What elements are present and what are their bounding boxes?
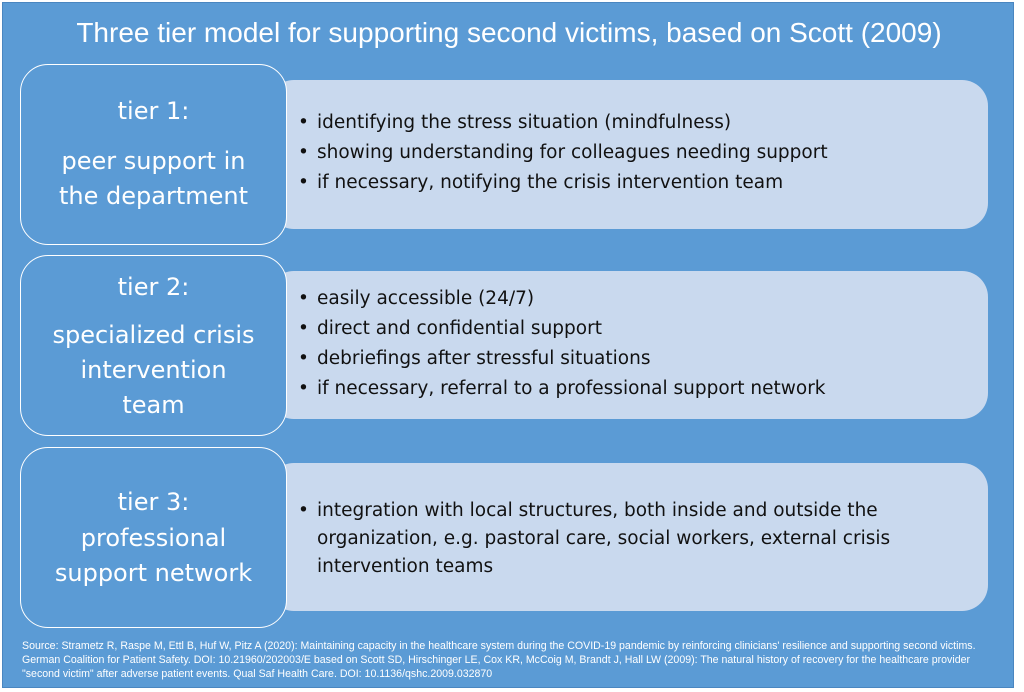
list-item: identifying the stress situation (mindfu… (298, 108, 828, 138)
diagram-title: Three tier model for supporting second v… (76, 17, 942, 48)
list-item: easily accessible (24/7) (298, 284, 826, 314)
tier-2-box: tier 2: specialized crisis intervention … (20, 255, 287, 436)
tier-1-box: tier 1: peer support in the department (20, 64, 287, 245)
list-item: if necessary, referral to a professional… (298, 374, 826, 404)
list-item: showing understanding for colleagues nee… (298, 138, 828, 168)
tier-1-items: identifying the stress situation (mindfu… (298, 108, 828, 198)
list-item: if necessary, notifying the crisis inter… (298, 168, 828, 198)
tier-2-items: easily accessible (24/7) direct and conf… (298, 284, 826, 404)
tier-1-heading: tier 1: (117, 97, 190, 125)
list-item: integration with local structures, both … (298, 497, 937, 581)
list-item: direct and confidential support (298, 314, 826, 344)
tier-3-items: integration with local structures, both … (298, 497, 937, 581)
tier-1-subtitle: peer support in the department (59, 147, 248, 210)
tier-2-heading: tier 2: (117, 273, 190, 301)
tier-2-subtitle: specialized crisis intervention team (52, 321, 255, 419)
tier-3-box: tier 3: professional support network (20, 447, 287, 628)
tier-3-heading: tier 3: (117, 488, 190, 516)
diagram-panel: Three tier model for supporting second v… (2, 2, 1014, 688)
list-item: debriefings after stressful situations (298, 344, 826, 374)
source-citation: Source: Strametz R, Raspe M, Ettl B, Huf… (22, 640, 976, 680)
tier-3-subtitle: professional support network (54, 524, 253, 587)
